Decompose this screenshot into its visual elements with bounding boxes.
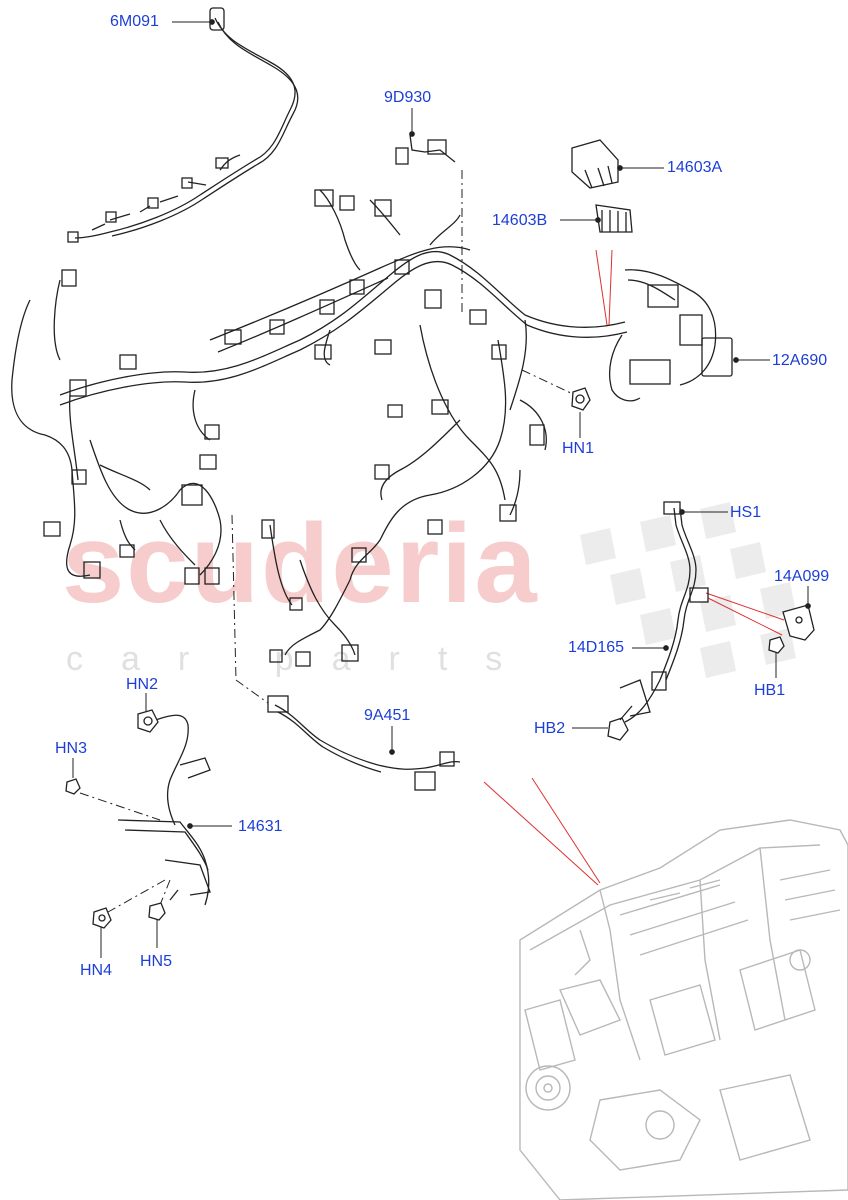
connector-icon: [395, 147, 409, 165]
connector-icon: [439, 751, 455, 767]
connector-icon: [469, 309, 487, 325]
connector-icon: [215, 157, 229, 169]
nut-hn2: [137, 709, 159, 733]
connector-icon: [269, 319, 285, 335]
harness-14d165: [619, 501, 709, 723]
connector-icon: [424, 289, 442, 309]
connector-icon: [629, 359, 671, 385]
callout-14603b[interactable]: 14603B: [492, 212, 548, 229]
connector-icon: [119, 544, 135, 558]
connector-icon: [339, 195, 355, 211]
callout-12a690[interactable]: 12A690: [772, 352, 828, 369]
watermark-tagline: car parts: [66, 640, 541, 678]
callout-6m091[interactable]: 6M091: [110, 13, 159, 30]
callout-9d930[interactable]: 9D930: [384, 89, 432, 106]
connector-icon: [184, 567, 200, 585]
connector-icon: [269, 649, 283, 663]
nut-hn3: [65, 778, 81, 795]
connector-icon: [491, 344, 507, 360]
cover-14603a: [571, 139, 623, 189]
connector-icon: [209, 7, 225, 31]
connector-icon: [147, 197, 159, 209]
connector-icon: [351, 547, 367, 563]
connector-icon: [119, 354, 137, 370]
harness-9a451: [267, 695, 461, 791]
harness-12a690: [608, 269, 739, 402]
connector-icon: [224, 329, 242, 345]
connector-icon: [105, 211, 117, 223]
callout-hb2[interactable]: HB2: [534, 720, 566, 737]
connector-icon: [295, 651, 311, 667]
connector-icon: [204, 424, 220, 440]
leader-dot: [209, 19, 215, 25]
callout-hn2[interactable]: HN2: [126, 676, 159, 693]
connector-icon: [61, 269, 77, 287]
callout-hn5[interactable]: HN5: [140, 953, 173, 970]
bolt-hb2: [607, 705, 633, 741]
label-leaders: [72, 21, 809, 958]
connector-icon: [349, 279, 365, 295]
nut-hn1: [571, 387, 591, 411]
callout-hn3[interactable]: HN3: [55, 740, 88, 757]
connector-icon: [181, 177, 193, 189]
cover-14603b: [595, 204, 633, 233]
connector-icon: [71, 469, 87, 485]
callout-14d165[interactable]: 14D165: [568, 639, 625, 656]
connector-icon: [43, 521, 61, 537]
connector-icon: [314, 189, 334, 207]
callout-hn4[interactable]: HN4: [80, 962, 113, 979]
nut-hn5: [148, 902, 166, 921]
connector-icon: [319, 299, 335, 315]
sensor-hs1: [663, 501, 681, 515]
connector-icon: [289, 597, 303, 611]
connector-icon: [679, 314, 703, 346]
callout-14603a[interactable]: 14603A: [667, 159, 723, 176]
sensor-9d930: [395, 131, 456, 165]
connector-icon: [701, 337, 733, 377]
callout-14a099[interactable]: 14A099: [774, 568, 830, 585]
callout-hs1[interactable]: HS1: [730, 504, 762, 521]
connector-icon: [387, 404, 403, 418]
callout-14631[interactable]: 14631: [238, 818, 283, 835]
callout-hn1[interactable]: HN1: [562, 440, 595, 457]
connector-icon: [427, 139, 447, 155]
engine-block: [519, 819, 848, 1200]
reference-lines: [483, 249, 785, 886]
connector-icon: [83, 561, 101, 579]
connector-icon: [267, 695, 289, 713]
watermark-brand: scuderia: [62, 501, 539, 626]
connector-icon: [341, 644, 359, 662]
connector-icon: [394, 259, 410, 275]
nut-hn4: [92, 907, 112, 929]
connector-icon: [529, 424, 545, 446]
main-engine-harness: [11, 189, 628, 667]
connector-icon: [199, 454, 217, 470]
bolt-hb1: [768, 636, 785, 654]
connector-icon: [181, 484, 203, 506]
connector-icon: [499, 504, 517, 522]
connector-icon: [314, 344, 332, 360]
connector-icon: [689, 587, 709, 603]
connector-icon: [651, 671, 667, 691]
harness-6m091: [67, 7, 299, 243]
harness-14631: [117, 714, 211, 906]
connector-icon: [261, 519, 275, 539]
connector-icon: [69, 379, 87, 397]
connector-icon: [204, 567, 220, 585]
connector-icon: [374, 199, 392, 217]
connector-icon: [374, 464, 390, 480]
dash-dot-leaders: [79, 170, 576, 913]
callout-9a451[interactable]: 9A451: [364, 707, 411, 724]
connector-icon: [374, 339, 392, 355]
connector-icon: [427, 519, 443, 535]
callout-hb1[interactable]: HB1: [754, 682, 786, 699]
connector-icon: [67, 231, 79, 243]
connector-icon: [647, 284, 679, 308]
bracket-14a099: [782, 603, 815, 641]
connector-icon: [431, 399, 449, 415]
connector-icon: [414, 771, 436, 791]
